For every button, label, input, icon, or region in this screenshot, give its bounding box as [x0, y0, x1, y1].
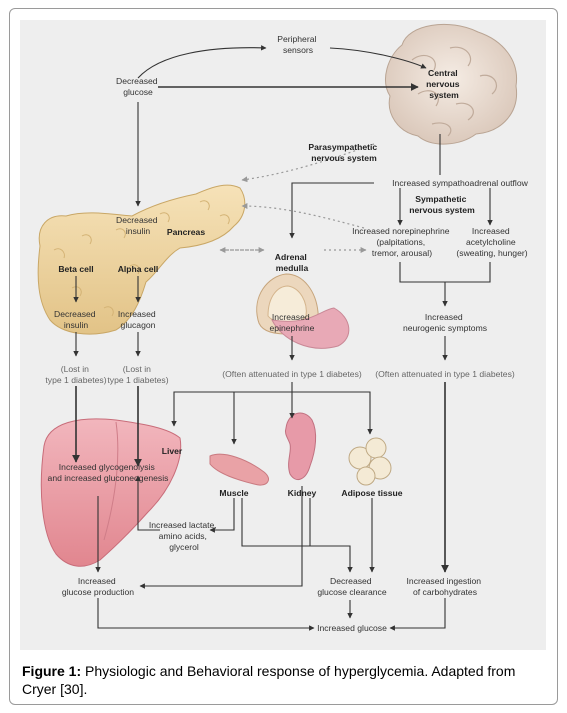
glucose-clearance-label: Decreased glucose clearance	[317, 576, 386, 597]
beta-cell-label: Beta cell	[58, 264, 93, 274]
adrenal-medulla-label: Adrenal medulla	[275, 252, 309, 273]
glucose-production-label: Increased glucose production	[62, 576, 134, 597]
sympathetic-label: Sympathetic nervous system	[409, 194, 475, 215]
parasympathetic-label: Parasympathetic nervous system	[308, 142, 379, 163]
lost-alpha-label: (Lost in type 1 diabetes)	[107, 364, 168, 385]
lost-beta-label: (Lost in type 1 diabetes)	[45, 364, 106, 385]
adipose-illustration	[348, 437, 392, 486]
adrenal-illustration	[256, 273, 350, 349]
figure-caption: Figure 1: Physiologic and Behavioral res…	[22, 662, 547, 698]
figure-caption-text: Physiologic and Behavioral response of h…	[22, 663, 516, 697]
attenuated-neurogenic-label: (Often attenuated in type 1 diabetes)	[375, 369, 515, 379]
decreased-insulin-top-label: Decreased insulin	[116, 215, 160, 236]
dotted-arrows	[219, 143, 375, 253]
neurogenic-symptoms-label: Increased neurogenic symptoms	[403, 312, 487, 333]
hypoglycemia-response-diagram: Peripheral sensors Decreased glucose Cen…	[37, 23, 529, 633]
figure-caption-label: Figure 1:	[22, 663, 82, 679]
carbohydrate-ingestion-label: Increased ingestion of carbohydrates	[407, 576, 484, 597]
pancreas-illustration	[37, 184, 246, 335]
decreased-glucose-label: Decreased glucose	[116, 76, 160, 97]
increased-glucose-label: Increased glucose	[317, 623, 387, 633]
increased-epinephrine-label: Increased epinephrine	[270, 312, 315, 333]
kidney-illustration	[285, 412, 317, 481]
central-nervous-system-label: Central nervous system	[426, 68, 462, 100]
alpha-cell-label: Alpha cell	[118, 264, 159, 274]
brain-illustration	[385, 23, 518, 145]
liver-effect-label: Increased glycogenolysis and increased g…	[48, 462, 169, 483]
connector-arrows	[72, 45, 493, 631]
muscle-label: Muscle	[219, 488, 248, 498]
muscle-illustration	[209, 453, 269, 486]
liver-label: Liver	[162, 446, 183, 456]
kidney-label: Kidney	[288, 488, 317, 498]
decreased-insulin-beta-label: Decreased insulin	[54, 309, 98, 330]
norepinephrine-label: Increased norepinephrine (palpitations, …	[352, 226, 452, 258]
sympathoadrenal-label: Increased sympathoadrenal outflow	[392, 178, 528, 188]
lactate-label: Increased lactate, amino acids, glycerol	[149, 520, 219, 552]
adipose-tissue-label: Adipose tissue	[341, 488, 402, 498]
acetylcholine-label: Increased acetylcholine (sweating, hunge…	[456, 226, 527, 258]
attenuated-epinephrine-label: (Often attenuated in type 1 diabetes)	[222, 369, 362, 379]
increased-glucagon-label: Increased glucagon	[118, 309, 158, 330]
peripheral-sensors-label: Peripheral sensors	[277, 34, 319, 55]
liver-illustration	[40, 418, 182, 567]
pancreas-label: Pancreas	[167, 227, 205, 237]
